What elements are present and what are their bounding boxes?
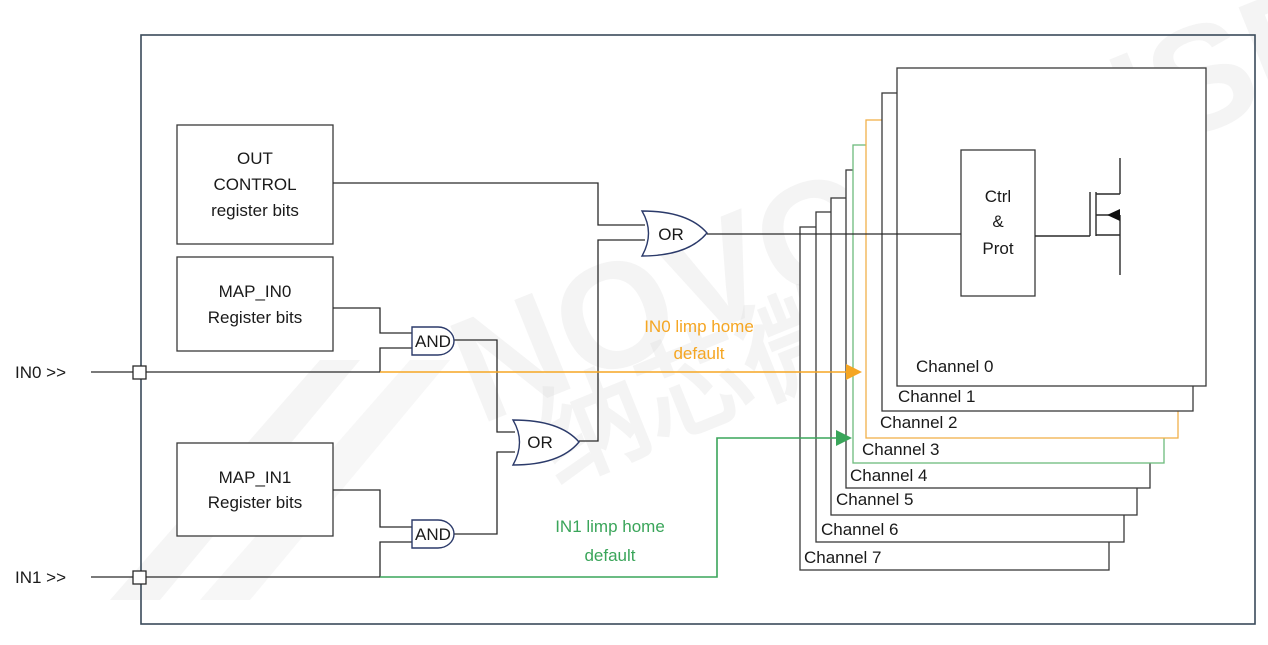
wire-in0-and0 xyxy=(379,347,412,372)
wire-out-control xyxy=(333,182,645,226)
or-gate-outer: OR xyxy=(640,210,708,257)
and-gate-1-label: AND xyxy=(415,525,451,544)
in0-limp-arrow xyxy=(846,364,862,380)
channel-0-label: Channel 0 xyxy=(916,357,994,376)
channel-0-box xyxy=(896,67,1207,387)
in0-limp-label-1: IN0 limp home xyxy=(644,317,754,336)
in0-pin-label: IN0 >> xyxy=(15,363,66,382)
channel-7-label: Channel 7 xyxy=(804,548,882,567)
in1-limp-label-1: IN1 limp home xyxy=(555,517,665,536)
out-control-line-1: OUT xyxy=(237,149,273,168)
wire-and1-out xyxy=(454,451,515,535)
or-gate-inner: OR xyxy=(511,419,580,466)
out-control-block xyxy=(176,124,334,245)
in1-pin-square xyxy=(132,570,147,585)
channel-3-label: Channel 3 xyxy=(862,440,940,459)
or-gate-outer-label: OR xyxy=(658,225,684,244)
ctrl-prot-line-3: Prot xyxy=(982,239,1013,258)
channel-6-label: Channel 6 xyxy=(821,520,899,539)
map-in1-line-1: MAP_IN1 xyxy=(219,468,292,487)
outer-frame xyxy=(140,34,1256,625)
wire-or-inner-out xyxy=(579,239,645,442)
in0-limp-path xyxy=(380,364,862,380)
map-in0-line-2: Register bits xyxy=(208,308,302,327)
channel-2-label: Channel 2 xyxy=(880,413,958,432)
channel-1-label: Channel 1 xyxy=(898,387,976,406)
out-control-line-3: register bits xyxy=(211,201,299,220)
in0-pin-square xyxy=(132,365,147,380)
wire-in1-and1 xyxy=(379,541,412,577)
in1-limp-arrow xyxy=(836,430,852,446)
in1-limp-label-2: default xyxy=(584,546,635,565)
ctrl-prot-line-2: & xyxy=(992,212,1004,231)
out-control-line-2: CONTROL xyxy=(213,175,296,194)
map-in0-block xyxy=(176,256,334,352)
map-in0-line-1: MAP_IN0 xyxy=(219,282,292,301)
mosfet-icon xyxy=(1035,158,1121,275)
wire-map-in0 xyxy=(333,307,412,334)
channel-5-label: Channel 5 xyxy=(836,490,914,509)
or-gate-inner-label: OR xyxy=(527,433,553,452)
ctrl-prot-line-1: Ctrl xyxy=(985,187,1011,206)
and-gate-0-label: AND xyxy=(415,332,451,351)
wire-map-in1 xyxy=(333,489,412,528)
in1-limp-line xyxy=(380,437,838,578)
map-in1-block xyxy=(176,442,334,537)
map-in1-line-2: Register bits xyxy=(208,493,302,512)
in1-limp-path xyxy=(380,430,852,578)
and-gate-0: AND xyxy=(411,326,455,356)
in0-limp-label-2: default xyxy=(673,344,724,363)
ctrl-prot-box xyxy=(960,149,1036,297)
wire-and0-out xyxy=(454,339,515,433)
channel-4-label: Channel 4 xyxy=(850,466,928,485)
and-gate-1: AND xyxy=(411,519,455,549)
in1-pin-label: IN1 >> xyxy=(15,568,66,587)
